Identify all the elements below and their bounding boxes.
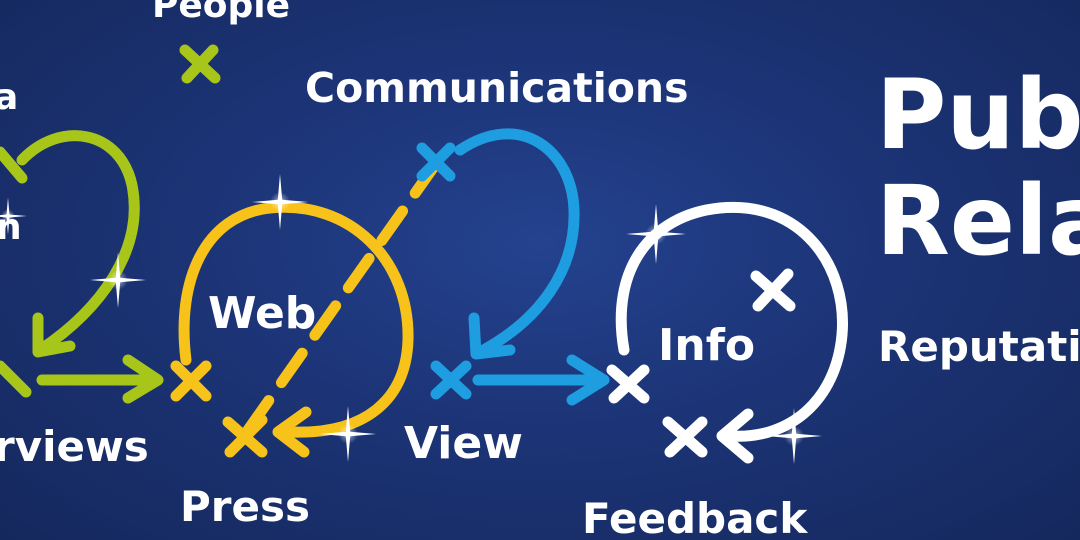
blue-cross-icon <box>416 142 456 182</box>
green-arrow-head <box>32 312 76 358</box>
yellow-zero-doodle <box>170 152 446 458</box>
word-interviews: rviews <box>0 422 149 471</box>
white-arrow-head <box>716 408 754 464</box>
word-web: Web <box>208 288 317 339</box>
white-loop <box>615 201 848 442</box>
word-feedback: Feedback <box>582 494 808 540</box>
white-cross-icon <box>750 268 796 312</box>
title-line-2: Rela <box>876 165 1080 277</box>
green-cross-icon <box>0 360 32 398</box>
yellow-cross-icon <box>170 360 212 402</box>
word-press: Press <box>180 482 310 531</box>
title-line-1: Pub <box>876 59 1080 171</box>
yellow-cross-icon <box>222 414 268 458</box>
blue-two-doodle <box>416 128 610 406</box>
blue-straight-arrow-head <box>566 354 610 406</box>
blue-cross-icon <box>430 360 472 400</box>
green-straight-arrow-head <box>122 354 164 404</box>
word-view: View <box>404 418 523 469</box>
green-curve-arrow <box>16 130 140 356</box>
blue-arrow-head <box>468 312 516 360</box>
word-fragment-n: n <box>0 207 22 248</box>
sparkle-icon <box>766 408 822 464</box>
word-communications: Communications <box>305 64 689 112</box>
word-reputation: Reputati <box>878 322 1080 371</box>
white-cross-icon <box>662 416 708 458</box>
green-two-doodle <box>0 44 221 404</box>
yellow-dashed-line <box>242 152 446 436</box>
sparkle-icon <box>252 174 308 230</box>
white-zero-doodle <box>606 201 848 464</box>
yellow-arrow-head <box>272 406 312 458</box>
white-cross-icon <box>606 364 650 404</box>
word-fragment-a: a <box>0 77 19 118</box>
green-cross-icon <box>0 146 28 184</box>
word-info: Info <box>658 320 756 371</box>
green-cross-icon <box>179 44 221 84</box>
yellow-loop <box>178 201 414 438</box>
word-people: People <box>152 0 291 26</box>
blue-curve-arrow <box>454 128 580 358</box>
